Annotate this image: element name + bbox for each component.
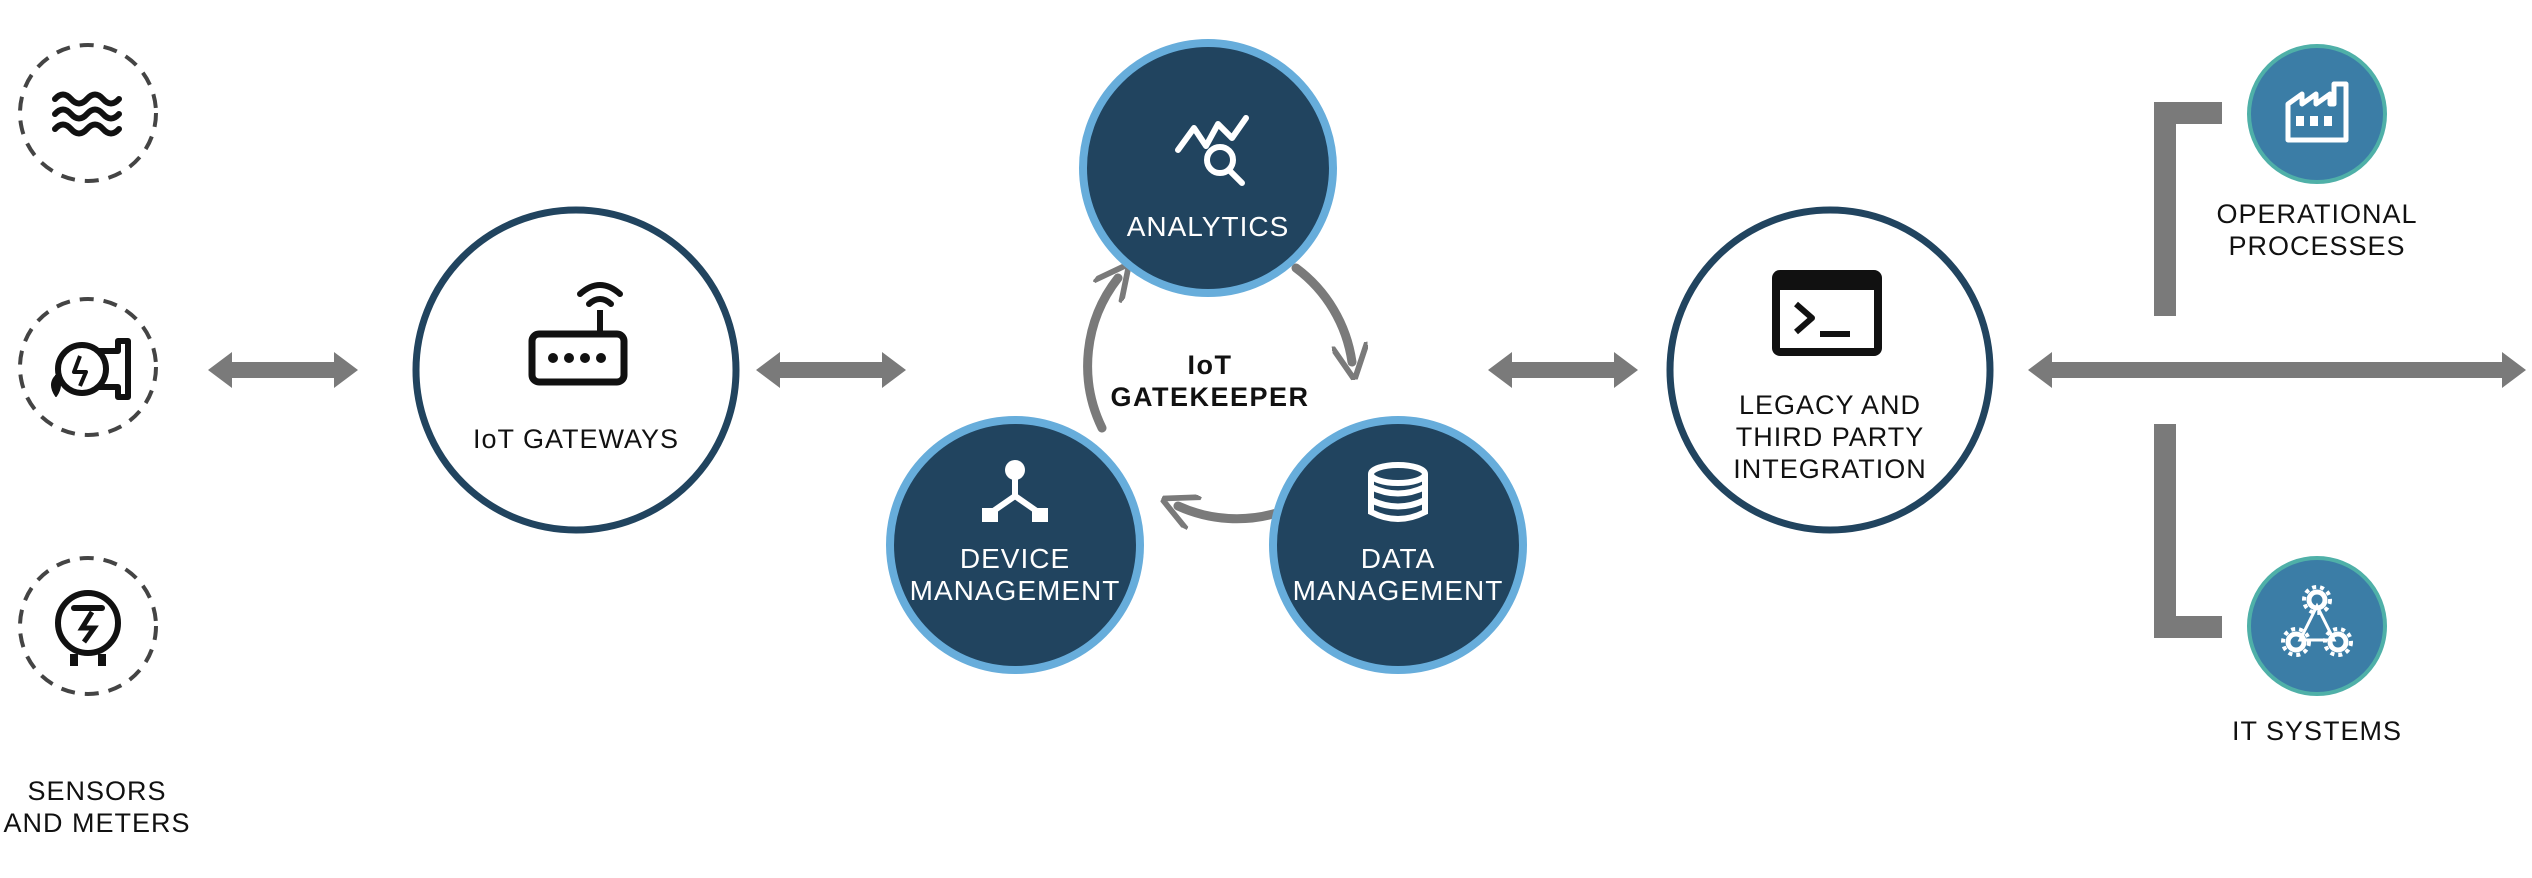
sensor-meter [18,556,158,696]
sensors-label-line2: AND METERS [3,808,190,838]
cycle-arrow-device-to-analytics [1083,278,1118,433]
legacy-label-line3: INTEGRATION [1733,454,1927,484]
double-arrow-sensors-gateways [208,352,358,388]
data-label-line1: DATA [1361,543,1436,574]
operational-label-line2: PROCESSES [2228,231,2405,261]
cycle-arrows [1083,263,1352,519]
device-tree-icon [982,460,1048,522]
legacy-label-line2: THIRD PARTY [1736,422,1925,452]
analytics-node: ANALYTICS [1079,39,1337,297]
legacy-label-line1: LEGACY AND [1739,390,1921,420]
factory-icon [2285,81,2349,143]
terminal-icon [1772,270,1882,356]
gears-network-icon [2281,585,2353,657]
double-arrow-gatekeeper-legacy [1488,352,1638,388]
operational-processes-node: OPERATIONAL PROCESSES [2216,44,2417,261]
device-management-node: DEVICE MANAGEMENT [886,416,1144,674]
chart-search-icon [1175,115,1249,186]
sensor-water-pump [18,297,158,437]
water-waves-icon [52,91,122,137]
gatekeeper-label-line1: IoT [1188,350,1233,380]
data-management-node: DATA MANAGEMENT [1269,416,1527,674]
wifi-router-icon [528,282,628,386]
gateways-label: IoT GATEWAYS [473,424,679,454]
legacy-integration-node: LEGACY AND THIRD PARTY INTEGRATION [1666,206,1994,534]
bracket-upper [2154,102,2222,316]
gatekeeper-label-line2: GATEKEEPER [1110,382,1309,412]
meter-icon [55,590,121,666]
it-systems-node: IT SYSTEMS [2232,556,2402,746]
analytics-label: ANALYTICS [1127,211,1290,242]
double-arrow-gateways-gatekeeper [756,352,906,388]
sensors-label-line1: SENSORS [27,776,166,806]
device-label-line1: DEVICE [960,543,1070,574]
data-label-line2: MANAGEMENT [1293,575,1504,606]
cycle-arrow-data-to-device [1178,506,1285,519]
operational-label-line1: OPERATIONAL [2216,199,2417,229]
bracket-lower [2154,424,2222,638]
sensor-water-level [18,43,158,183]
iot-gateways-node: IoT GATEWAYS [412,206,740,534]
gatekeeper-cycle: IoT GATEKEEPER [1083,263,1352,519]
device-label-line2: MANAGEMENT [910,575,1121,606]
it-systems-label: IT SYSTEMS [2232,716,2402,746]
double-arrow-legacy-systems [2028,352,2526,388]
water-pump-icon [51,338,131,400]
cycle-arrow-analytics-to-data [1291,263,1352,362]
database-icon [1368,462,1428,522]
